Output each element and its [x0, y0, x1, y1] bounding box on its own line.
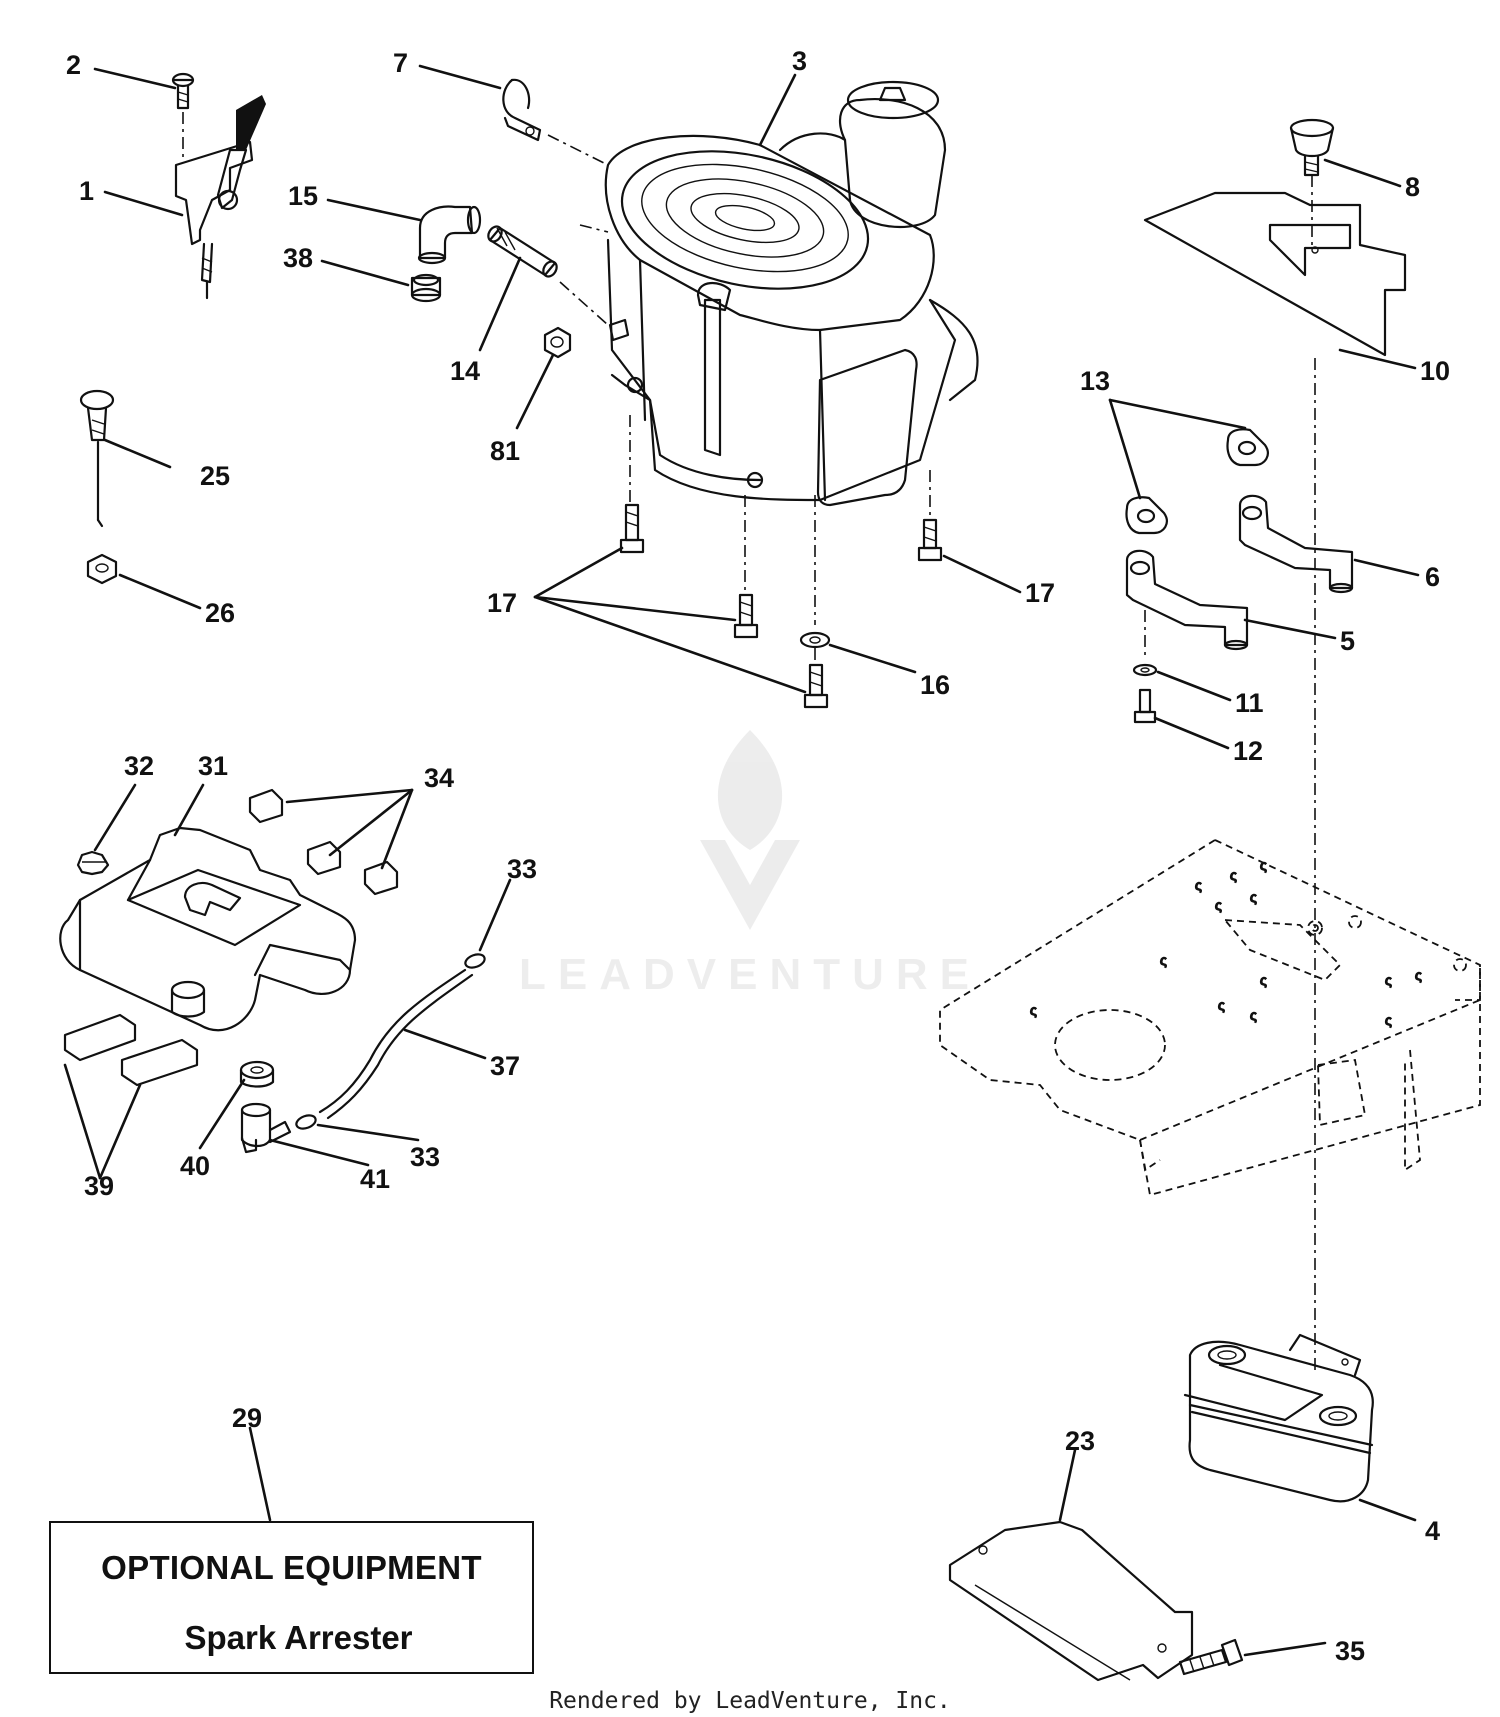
callout-15: 15 — [288, 181, 318, 211]
callout-81: 81 — [490, 436, 520, 466]
watermark-logo — [700, 730, 800, 930]
svg-text:ς: ς — [1195, 877, 1202, 893]
part-35-screw — [1178, 1638, 1244, 1676]
part-41-valve — [240, 1102, 292, 1154]
callout-39: 39 — [84, 1171, 114, 1201]
callout-25: 25 — [200, 461, 230, 491]
engine-grille — [641, 163, 849, 273]
part-7-clamp — [502, 78, 542, 142]
svg-text:ς: ς — [1385, 972, 1392, 988]
callout-33-bottom: 33 — [410, 1142, 440, 1172]
callout-31: 31 — [198, 751, 228, 781]
part-15-elbow — [417, 205, 482, 265]
part-8-knob — [1289, 118, 1335, 177]
callout-11: 11 — [1235, 688, 1264, 718]
svg-text:ς: ς — [1030, 1002, 1037, 1018]
callout-2: 2 — [66, 50, 81, 80]
part-5-exhaust-pipe — [1125, 549, 1249, 660]
callout-40: 40 — [180, 1151, 210, 1181]
svg-text:ς: ς — [1385, 1012, 1392, 1028]
callout-3: 3 — [792, 46, 807, 76]
optional-equipment-title: OPTIONAL EQUIPMENT — [101, 1549, 482, 1586]
part-13-gaskets — [1125, 428, 1269, 535]
svg-text:ς: ς — [1215, 897, 1222, 913]
callout-12: 12 — [1233, 736, 1263, 766]
part-26-nut — [86, 553, 118, 585]
optional-equipment-subtitle: Spark Arrester — [184, 1619, 413, 1656]
svg-text:ς: ς — [1260, 857, 1267, 873]
leader-lines — [63, 64, 1420, 1657]
callout-8: 8 — [1405, 172, 1420, 202]
part-11-washer — [1132, 663, 1158, 677]
callout-32: 32 — [124, 751, 154, 781]
svg-text:ς: ς — [1160, 952, 1167, 968]
part-40-bushing — [239, 1060, 275, 1088]
callout-35: 35 — [1335, 1636, 1365, 1666]
part-39-foam-strips — [63, 1013, 199, 1087]
callout-17-right: 17 — [1025, 578, 1055, 608]
callout-4: 4 — [1425, 1516, 1440, 1546]
watermark-text: LEADVENTURE — [518, 950, 982, 999]
callout-14: 14 — [450, 356, 480, 386]
svg-text:ς: ς — [1250, 1007, 1257, 1023]
svg-text:ς: ς — [1230, 867, 1237, 883]
part-37-fuel-line — [318, 968, 474, 1120]
part-10-heat-shield — [1143, 175, 1407, 357]
optional-equipment-box: OPTIONAL EQUIPMENT Spark Arrester — [49, 1521, 534, 1674]
callout-13: 13 — [1080, 366, 1110, 396]
part-32-cap — [76, 850, 110, 876]
callout-1: 1 — [79, 176, 94, 206]
part-81-nut — [543, 326, 572, 359]
callout-5: 5 — [1340, 626, 1355, 656]
engine-assembly-lines — [547, 134, 931, 625]
svg-text:ς: ς — [1218, 997, 1225, 1013]
part-4-muffler — [1183, 1333, 1374, 1503]
part-33-clamps — [295, 953, 486, 1130]
part-38-cap — [410, 273, 442, 303]
callout-38: 38 — [283, 243, 313, 273]
callout-37: 37 — [490, 1051, 520, 1081]
callout-6: 6 — [1425, 562, 1440, 592]
part-31-fuel-tank — [59, 826, 357, 1032]
part-34-pads — [248, 788, 399, 896]
part-23-spark-arrester-plate — [948, 1520, 1194, 1682]
callout-16: 16 — [920, 670, 950, 700]
svg-text:ς: ς — [1415, 967, 1422, 983]
svg-text:ς: ς — [1250, 889, 1257, 905]
callout-10: 10 — [1420, 356, 1450, 386]
callout-34: 34 — [424, 763, 454, 793]
callout-labels: 2 1 7 3 8 10 13 6 5 11 12 15 38 14 81 17… — [66, 46, 1450, 1666]
part-1-throttle-control — [174, 95, 266, 300]
callout-41: 41 — [360, 1164, 390, 1194]
part-3-engine — [604, 80, 979, 507]
part-14-pipe-nipple — [487, 225, 558, 278]
callout-29: 29 — [232, 1403, 262, 1433]
callout-7: 7 — [393, 48, 408, 78]
part-2-screw — [171, 72, 195, 160]
part-17-bolts — [619, 503, 943, 709]
callout-26: 26 — [205, 598, 235, 628]
callout-23: 23 — [1065, 1426, 1095, 1456]
part-12-bolt — [1133, 688, 1157, 724]
callout-17-left: 17 — [487, 588, 517, 618]
part-16-washer — [799, 631, 831, 665]
callout-33-top: 33 — [507, 854, 537, 884]
chassis-frame: ς ς ς ς ς ς ς ς ς ς ς ς ς — [939, 839, 1481, 1197]
footer-credit: Rendered by LeadVenture, Inc. — [549, 1688, 951, 1714]
part-6-exhaust-pipe — [1238, 494, 1354, 594]
part-25-choke — [79, 389, 115, 528]
svg-text:ς: ς — [1260, 972, 1267, 988]
